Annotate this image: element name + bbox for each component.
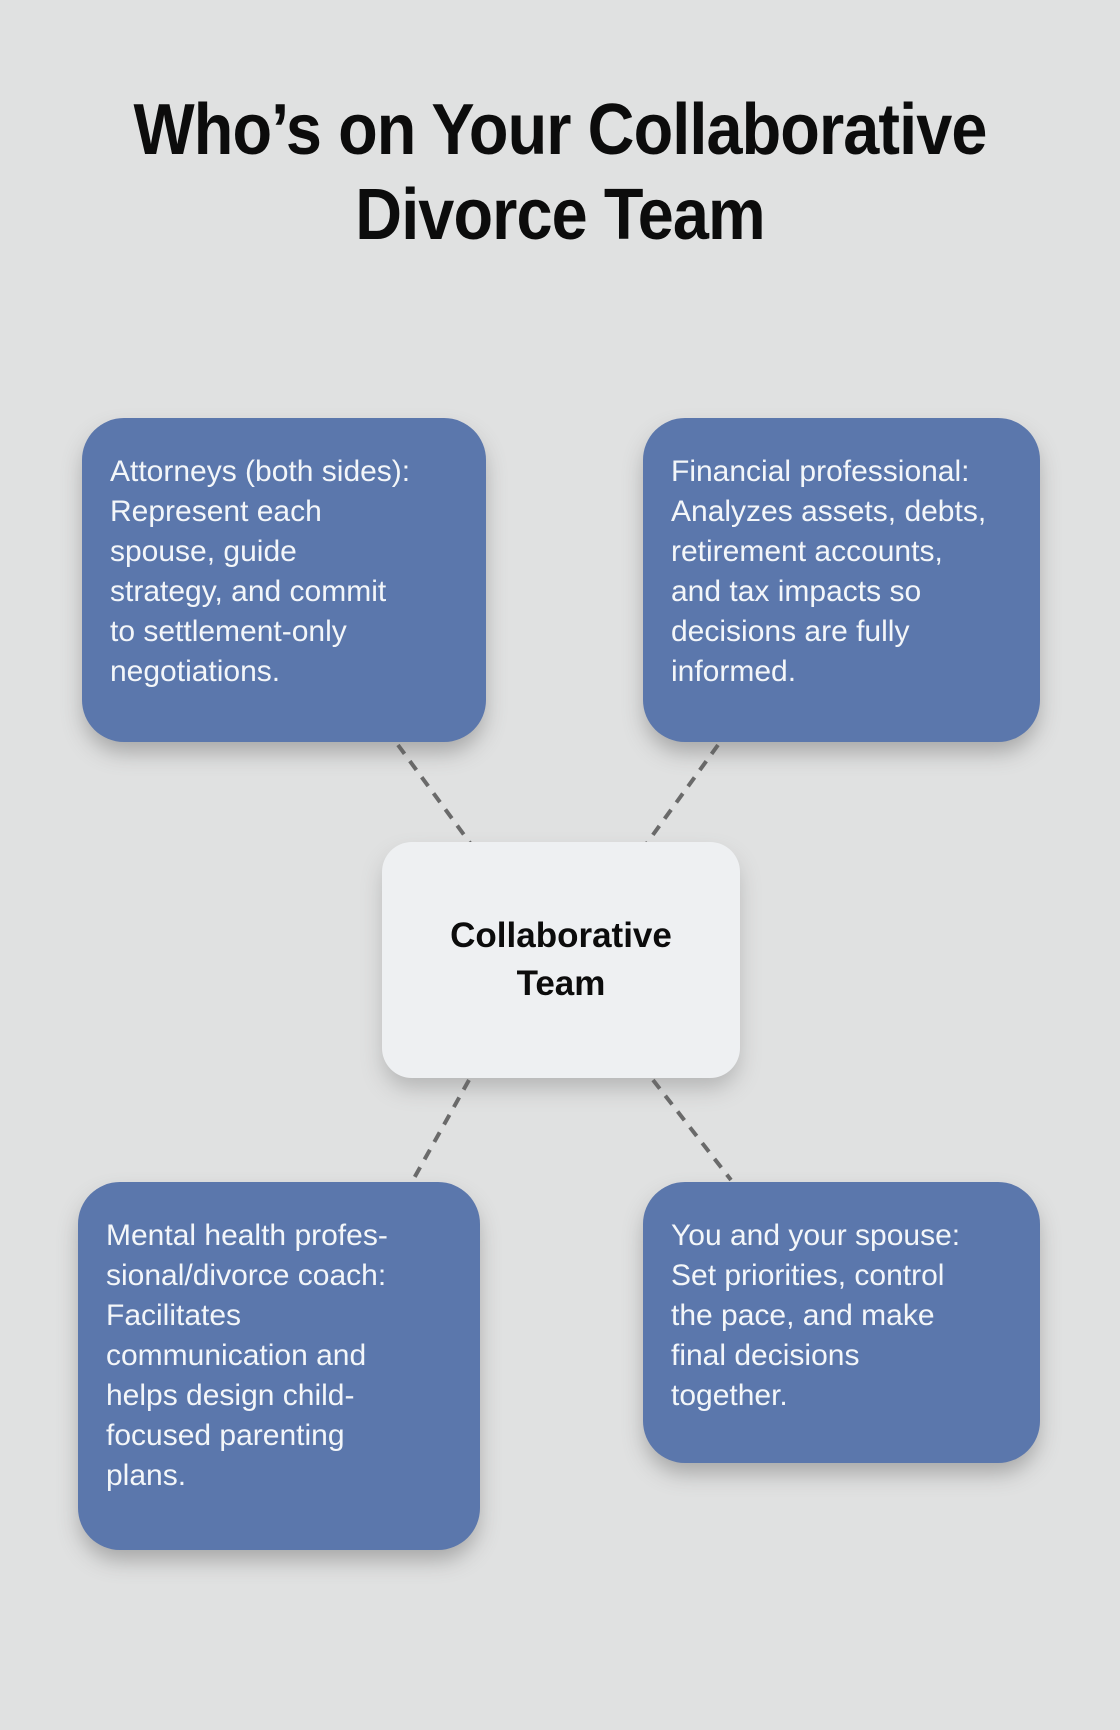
- connector-bottom-left-icon: [411, 1079, 471, 1181]
- connector-top-right-icon: [645, 743, 720, 845]
- connector-top-left-icon: [396, 743, 472, 845]
- card-you-and-spouse: You and your spouse: Set priorities, con…: [643, 1182, 1040, 1463]
- card-financial-professional: Financial professional: Analyzes assets,…: [643, 418, 1040, 742]
- card-mental-health-professional: Mental health profes- sional/divorce coa…: [78, 1182, 480, 1550]
- page-title: Who’s on Your Collaborative Divorce Team: [133, 90, 988, 255]
- card-collaborative-team: Collaborative Team: [382, 842, 740, 1078]
- connector-bottom-right-icon: [651, 1078, 733, 1182]
- card-attorneys: Attorneys (both sides): Represent each s…: [82, 418, 486, 742]
